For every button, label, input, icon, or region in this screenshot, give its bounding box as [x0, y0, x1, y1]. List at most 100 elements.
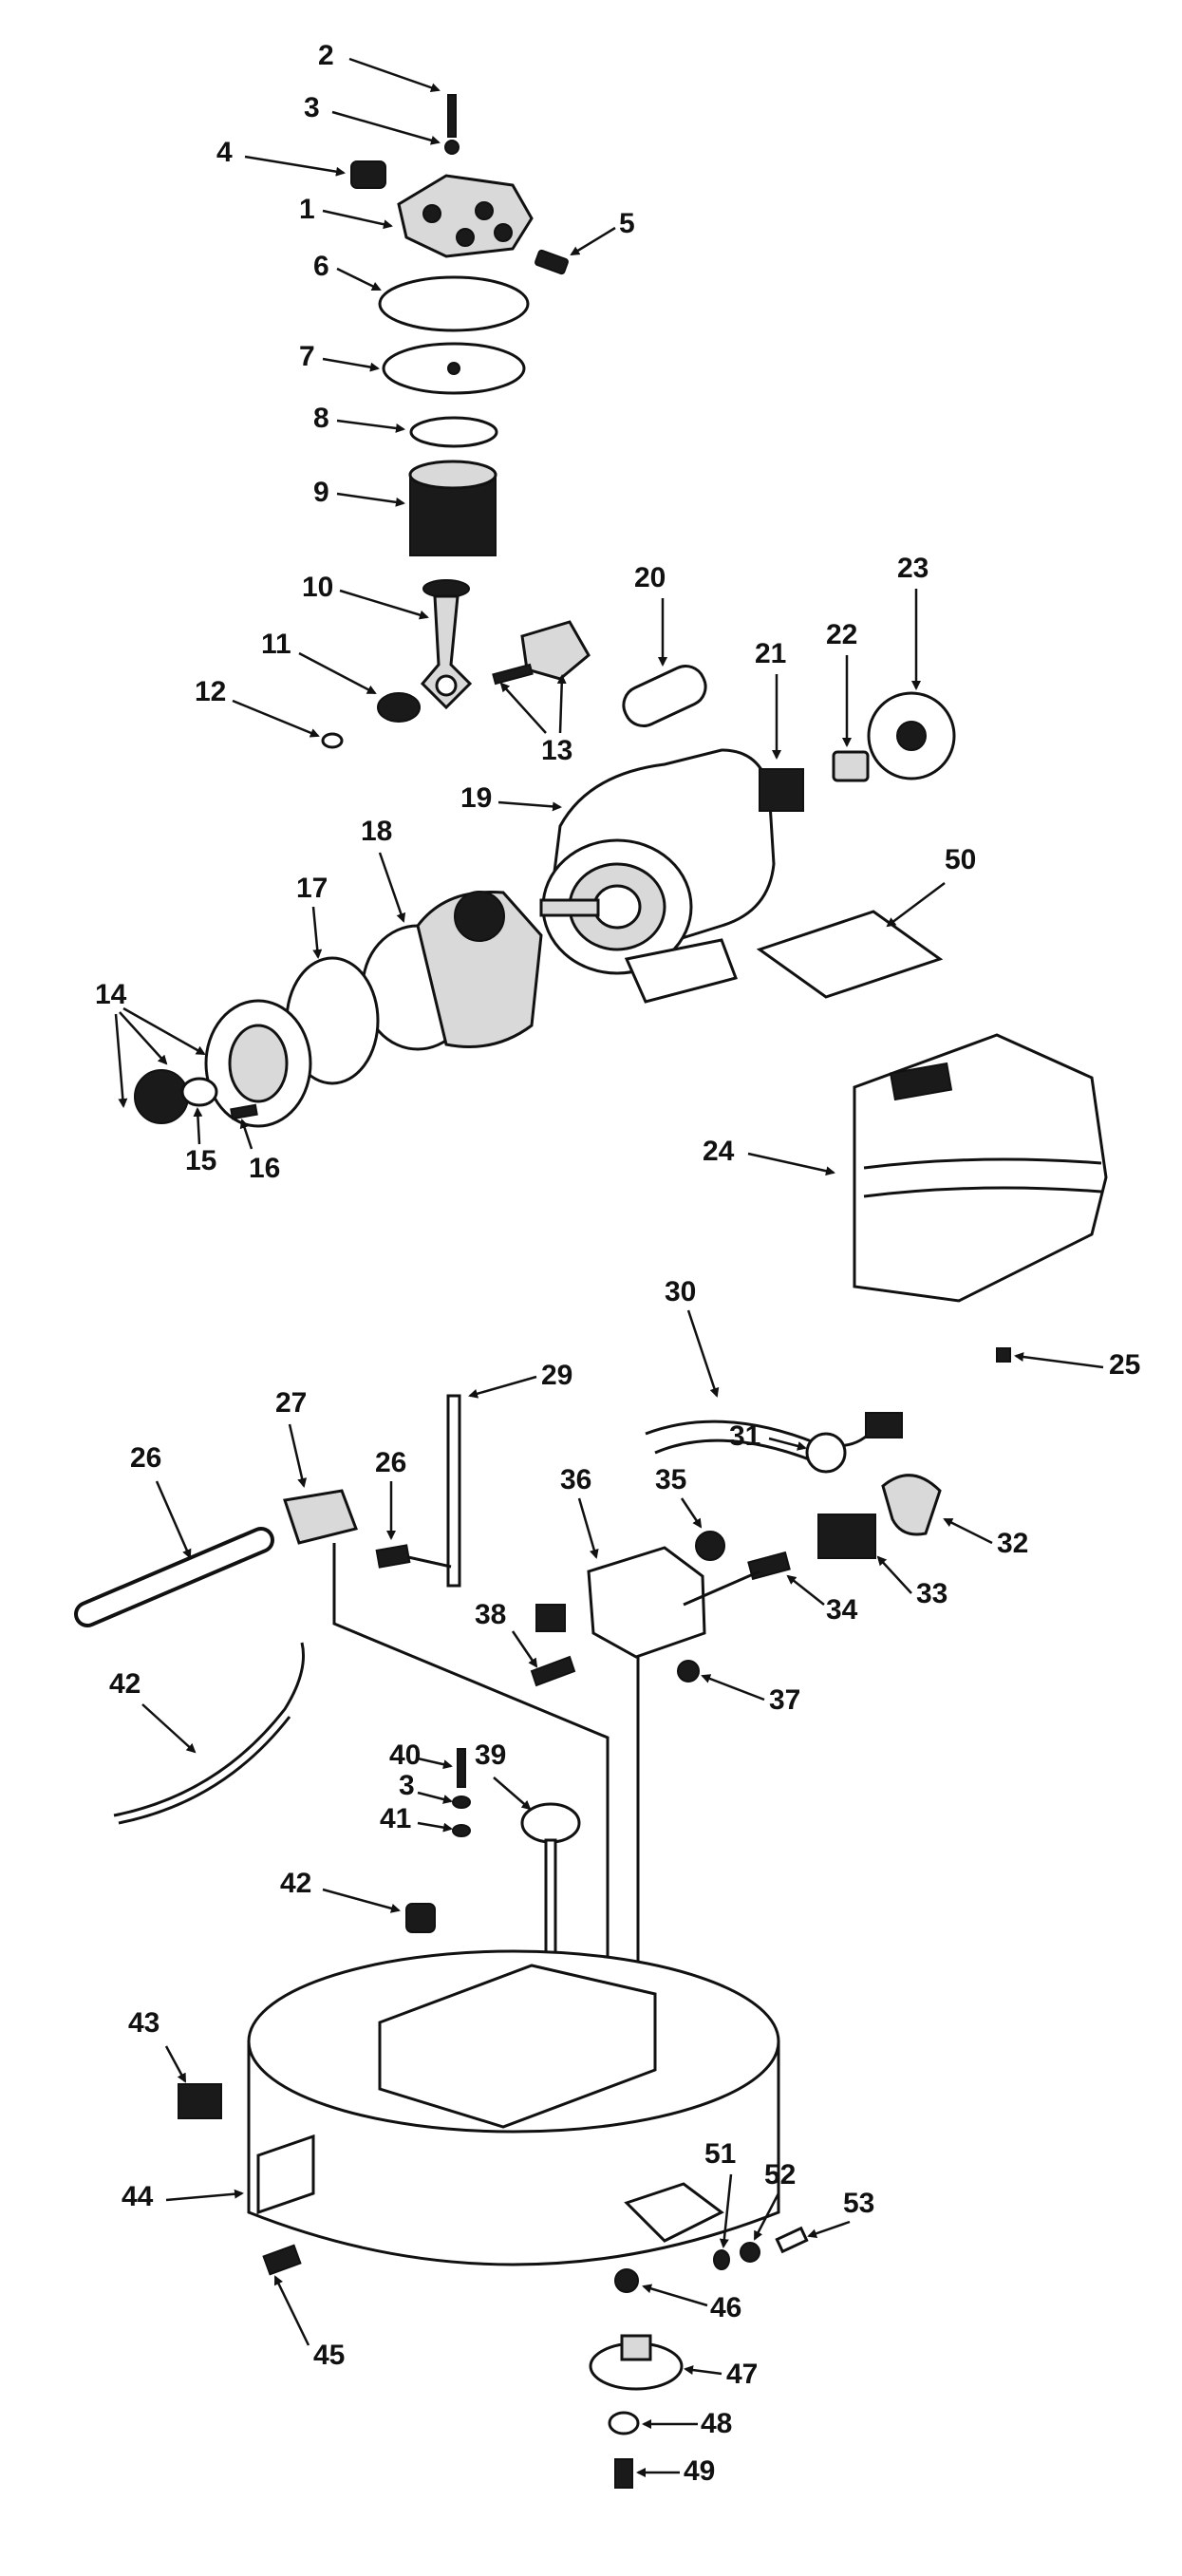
callout-label: 37: [769, 1684, 800, 1716]
callout-labels: 2 3 4 1 5 6 7 8 9 10 11 12 13 20 21 22: [95, 40, 1140, 2487]
callout-label: 45: [313, 2340, 345, 2371]
o-ring-part: [409, 416, 498, 448]
tube-fitting-part: [375, 1544, 411, 1569]
callout-label: 6: [313, 251, 329, 282]
callout-label: 1: [299, 194, 315, 225]
callout-label: 40: [389, 1739, 421, 1771]
leg-nut-part: [740, 2242, 760, 2263]
callout-label: 39: [475, 1739, 506, 1771]
fan-bracket-part: [759, 768, 804, 812]
callout-label: 38: [475, 1599, 506, 1630]
safety-valve-part: [178, 2083, 222, 2119]
callout-label: 26: [375, 1447, 406, 1478]
callout-label: 32: [997, 1528, 1028, 1559]
callout-label: 22: [826, 619, 857, 650]
callout-label: 4: [216, 137, 233, 168]
callout-label: 24: [703, 1136, 735, 1167]
callout-label: 49: [684, 2455, 715, 2487]
fan-part: [867, 691, 956, 780]
foot-nut-part: [614, 2268, 639, 2293]
callout-label: 48: [701, 2408, 732, 2439]
tank-assembly: [178, 1748, 809, 2489]
switch-fitting-part: [530, 1655, 576, 1687]
callout-label: 21: [755, 638, 786, 669]
piston-cup-part: [422, 579, 470, 598]
callout-label: 13: [541, 735, 572, 766]
switch-nut-part: [535, 1604, 566, 1632]
callout-label: 33: [916, 1578, 947, 1609]
unloader-tube-part: [446, 1394, 461, 1588]
foot-screw-part: [614, 2458, 633, 2489]
shroud-part: [853, 1033, 1108, 1303]
foot-washer-part: [608, 2411, 640, 2435]
callout-label: 31: [729, 1420, 760, 1452]
bearing-cap-part: [134, 1069, 189, 1124]
drain-valve-part: [262, 2244, 302, 2276]
callout-label: 15: [185, 1145, 216, 1176]
callout-label: 52: [764, 2159, 796, 2191]
crankcase-part: [361, 890, 543, 1051]
lock-washer-part: [452, 1824, 471, 1837]
callout-label: 44: [122, 2181, 154, 2212]
bolt-part: [535, 249, 569, 275]
shroud-screw-part: [996, 1347, 1011, 1363]
pump-head-assembly: [321, 94, 591, 749]
callout-label: 11: [261, 629, 291, 660]
spacer-part: [180, 1077, 218, 1107]
callout-label: 18: [361, 816, 392, 847]
clip-part: [321, 732, 344, 749]
callout-label: 27: [275, 1387, 307, 1419]
manifold-part: [817, 1514, 876, 1559]
crankcase-cover-part: [204, 999, 312, 1128]
eccentric-part: [520, 620, 591, 681]
callout-label: 35: [655, 1464, 686, 1495]
leg-washer-part: [713, 2249, 730, 2270]
shroud-assembly: [853, 1033, 1108, 1363]
motor-assembly: [134, 665, 956, 1128]
callout-label: 41: [380, 1803, 411, 1834]
callout-label: 30: [665, 1276, 696, 1307]
callout-label: 3: [399, 1770, 415, 1801]
pressure-switch-part: [587, 1546, 706, 1659]
bracket-screw-part: [457, 1748, 466, 1788]
callout-label: 5: [619, 208, 635, 239]
callout-label: 36: [560, 1464, 591, 1495]
pressure-switch-assembly: [74, 1394, 942, 2008]
callout-label: 50: [945, 844, 976, 875]
screw-part: [447, 94, 457, 138]
callout-label: 53: [843, 2188, 874, 2219]
power-cord-part: [645, 1420, 875, 1448]
fitting-part: [350, 160, 386, 189]
callout-label: 16: [249, 1153, 280, 1184]
cover-screw-part: [230, 1103, 258, 1120]
callout-label: 43: [128, 2007, 159, 2039]
tank-gauge-part: [520, 1802, 581, 1844]
plug-part: [865, 1412, 903, 1438]
check-valve-part: [283, 1489, 358, 1545]
tank-nut-part: [405, 1903, 436, 1933]
switch-plug-part-2: [677, 1660, 700, 1683]
callout-label: 46: [710, 2292, 741, 2323]
callout-label: 47: [726, 2359, 758, 2390]
switch-plug-part: [695, 1531, 725, 1561]
callout-label: 3: [304, 92, 320, 123]
fan-nut-part: [832, 750, 870, 782]
callout-label: 26: [130, 1442, 161, 1474]
callout-label: 9: [313, 477, 329, 508]
callout-label: 23: [897, 553, 929, 584]
callout-label: 29: [541, 1360, 572, 1391]
callout-label: 12: [195, 676, 226, 707]
callout-label: 14: [95, 979, 127, 1010]
pressure-gauge-part: [805, 1432, 847, 1474]
callout-label: 42: [280, 1868, 311, 1899]
callout-label: 34: [826, 1594, 858, 1626]
callout-label: 10: [302, 572, 333, 603]
callout-label: 25: [1109, 1349, 1140, 1381]
connecting-rod-part: [420, 594, 473, 710]
callout-label: 42: [109, 1668, 141, 1700]
callout-label: 51: [704, 2138, 736, 2170]
leg-bolt-part: [775, 2226, 809, 2254]
motor-plate-part: [756, 910, 944, 999]
bearing-part: [377, 692, 421, 723]
